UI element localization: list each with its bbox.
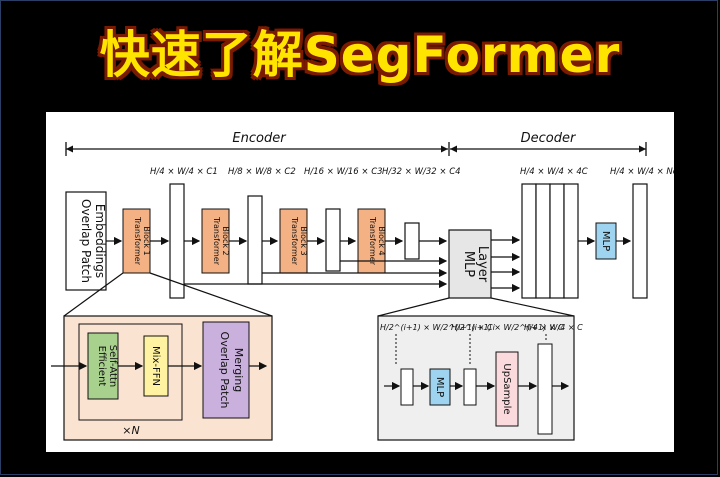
dim-label-1: H/4 × W/4 × C1 (150, 167, 218, 177)
svg-text:Transformer: Transformer (290, 216, 299, 266)
patch-embed-line-2: Embeddings (93, 204, 107, 278)
dim-label-5: H/4 × W/4 × 4C (520, 167, 588, 177)
concat-feature-stack (521, 183, 579, 299)
output-map (632, 183, 648, 299)
dim-label-6: H/4 × W/4 × Ncls (610, 167, 674, 177)
segformer-diagram: Encoder Decoder H/4 × W/4 × C1 H/8 × W/8… (51, 131, 674, 441)
decoder-label: Decoder (521, 131, 577, 146)
svg-text:MLP: MLP (461, 251, 476, 277)
svg-text:MLP: MLP (434, 377, 445, 397)
encoder-block-detail: Efficient Self-Attn Mix-FFN Overlap Patc… (51, 315, 273, 441)
mix-ffn-block: Mix-FFN (143, 335, 169, 397)
svg-text:Layer: Layer (475, 246, 490, 283)
decoder-span: Decoder (448, 131, 647, 156)
patch-embeddings-box: Overlap Patch Embeddings (65, 191, 107, 291)
mlp-head: MLP (595, 222, 617, 260)
svg-text:UpSample: UpSample (501, 363, 512, 414)
diagram-panel: Encoder Decoder H/4 × W/4 × C1 H/8 × W/8… (46, 112, 674, 452)
skip-connections (184, 236, 448, 289)
svg-text:Merging: Merging (232, 348, 245, 393)
svg-text:Efficient: Efficient (96, 346, 107, 387)
feature-map-4 (404, 222, 420, 260)
transformer-block-4: Transformer Block 4 (357, 208, 386, 274)
svg-text:Self-Attn: Self-Attn (107, 345, 118, 388)
feature-map-3 (325, 208, 341, 272)
repeat-n-label: ×N (122, 424, 139, 437)
overlap-merging-block: Overlap Patch Merging (202, 321, 250, 419)
mlp-layer-detail: H/2^(i+1) × W/2^(i+1) × Ci H/2^(i+1) × W… (377, 315, 583, 441)
svg-text:Transformer: Transformer (212, 216, 221, 266)
dim-labels: H/4 × W/4 × C1 H/8 × W/8 × C2 H/16 × W/1… (150, 167, 674, 177)
detail-dim-2: H/2^(i+1) × W/2^(i+1) × C (451, 323, 564, 332)
detail-dim-1: H/2^(i+1) × W/2^(i+1) × Ci (380, 323, 496, 332)
svg-text:Block 3: Block 3 (299, 226, 308, 255)
encoder-zoom-lines (63, 272, 273, 317)
transformer-block-2: Transformer Block 2 (201, 208, 230, 274)
mlp-layer-box: MLP Layer (448, 229, 492, 299)
svg-text:Block 2: Block 2 (221, 226, 230, 255)
dim-label-2: H/8 × W/8 × C2 (228, 167, 296, 177)
page-title: 快速了解SegFormer (99, 26, 621, 84)
dim-label-3: H/16 × W/16 × C3 (304, 167, 383, 177)
svg-text:Block 1: Block 1 (142, 226, 151, 255)
upsample-block: UpSample (495, 351, 519, 427)
dim-label-4: H/32 × W/32 × C4 (382, 167, 461, 177)
svg-text:Transformer: Transformer (368, 216, 377, 266)
svg-text:Transformer: Transformer (133, 216, 142, 266)
transformer-block-1: Transformer Block 1 (122, 208, 151, 274)
feature-map-2 (247, 195, 263, 285)
detail-dim-3: H/4 × W/4 × C (524, 323, 583, 332)
svg-text:Overlap Patch: Overlap Patch (218, 332, 231, 409)
decoder-zoom-lines (377, 297, 575, 317)
patch-embed-line-1: Overlap Patch (79, 199, 93, 283)
mlp-outputs (491, 235, 521, 293)
transformer-block-3: Transformer Block 3 (279, 208, 308, 274)
svg-text:Block 4: Block 4 (377, 226, 386, 255)
encoder-label: Encoder (232, 131, 287, 146)
efficient-self-attn-block: Efficient Self-Attn (87, 332, 119, 400)
encoder-span: Encoder (65, 131, 448, 156)
detail-mlp-block: MLP (429, 368, 451, 406)
svg-text:Mix-FFN: Mix-FFN (150, 346, 161, 386)
svg-text:MLP: MLP (600, 231, 611, 251)
